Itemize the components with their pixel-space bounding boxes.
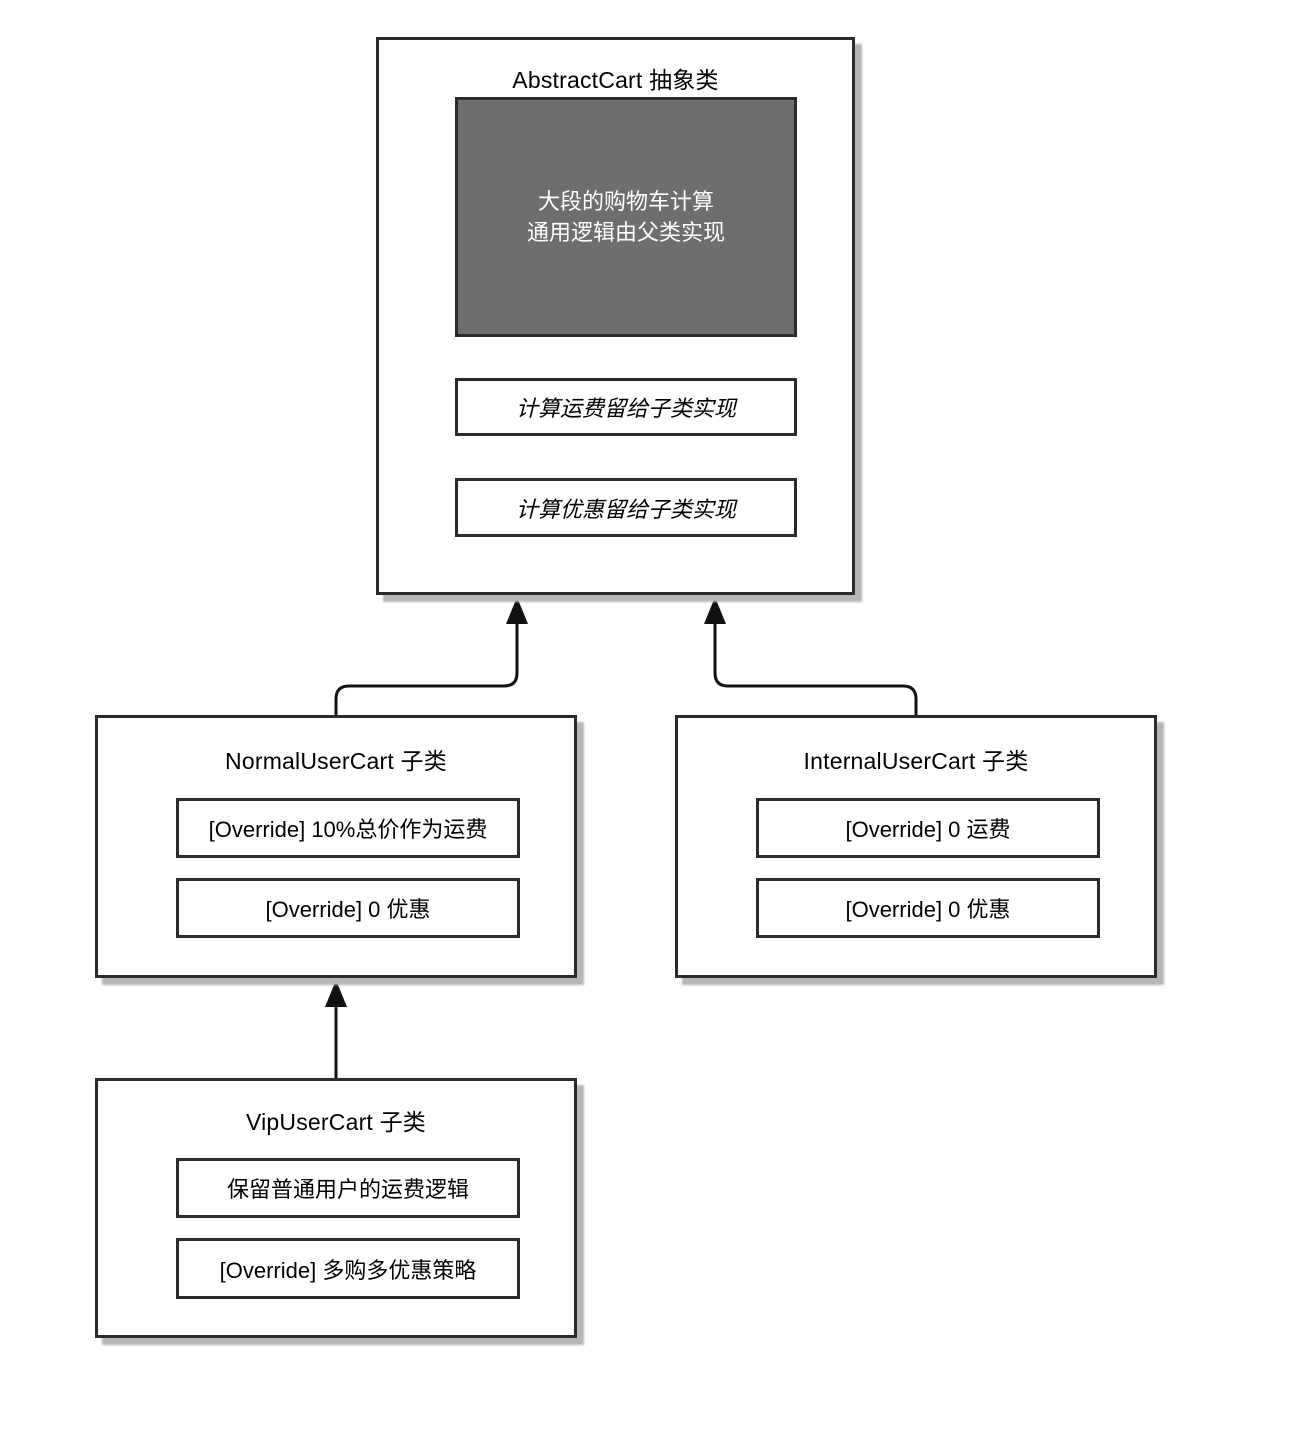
normal-user-cart-class-box: NormalUserCart 子类 [Override] 10%总价作为运费 [… <box>95 715 577 978</box>
vip-user-cart-title: VipUserCart 子类 <box>245 1109 427 1135</box>
abstract-cart-note-line-1: 大段的购物车计算 <box>537 189 714 214</box>
normal-user-cart-method-shipping: [Override] 10%总价作为运费 <box>176 798 520 858</box>
abstract-cart-common-logic-note: 大段的购物车计算 通用逻辑由父类实现 <box>455 97 797 337</box>
abstract-cart-title: AbstractCart 抽象类 <box>512 67 719 93</box>
normal-user-cart-method-discount: [Override] 0 优惠 <box>176 878 520 938</box>
vip-user-cart-method-shipping: 保留普通用户的运费逻辑 <box>176 1158 520 1218</box>
abstract-cart-note-line-2: 通用逻辑由父类实现 <box>526 220 725 245</box>
abstract-cart-method-shipping: 计算运费留给子类实现 <box>455 378 797 436</box>
vip-user-cart-method-discount: [Override] 多购多优惠策略 <box>176 1238 520 1299</box>
vip-to-normal-arrowhead <box>325 980 347 1007</box>
internal-user-cart-method-discount: [Override] 0 优惠 <box>756 878 1100 938</box>
normal-to-abstract-connector <box>334 623 519 715</box>
internal-to-abstract-connector <box>713 623 918 715</box>
vip-user-cart-class-box: VipUserCart 子类 保留普通用户的运费逻辑 [Override] 多购… <box>95 1078 577 1338</box>
internal-user-cart-title: InternalUserCart 子类 <box>803 748 1029 774</box>
normal-user-cart-title: NormalUserCart 子类 <box>225 748 447 774</box>
internal-to-abstract-arrowhead <box>704 597 726 624</box>
internal-user-cart-class-box: InternalUserCart 子类 [Override] 0 运费 [Ove… <box>675 715 1157 978</box>
internal-user-cart-method-shipping: [Override] 0 运费 <box>756 798 1100 858</box>
abstract-cart-method-discount: 计算优惠留给子类实现 <box>455 478 797 537</box>
abstract-cart-class-box: AbstractCart 抽象类 大段的购物车计算 通用逻辑由父类实现 计算运费… <box>376 37 855 595</box>
normal-to-abstract-arrowhead <box>506 597 528 624</box>
